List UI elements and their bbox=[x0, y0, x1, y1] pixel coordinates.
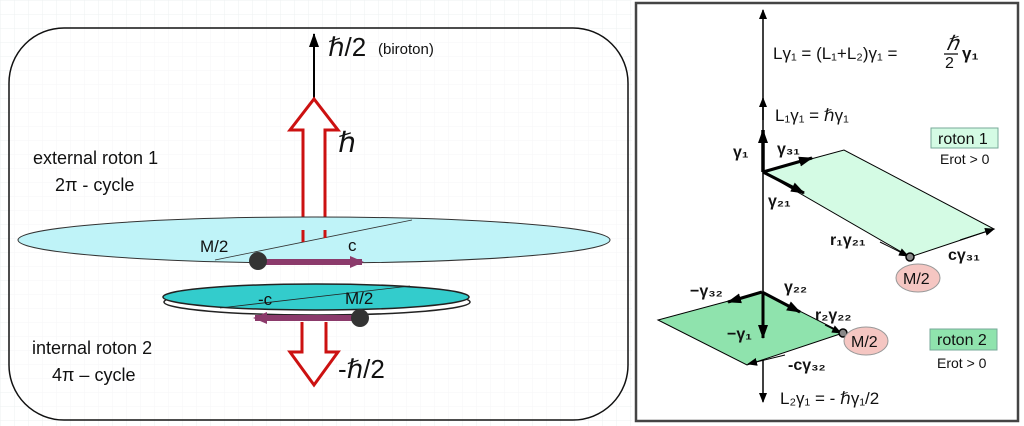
right-panel: Lγ₁ = (L₁+L₂)γ₁ = ℏ 2 γ₁ L₁γ₁ = ℏγ₁ roto… bbox=[634, 1, 1020, 423]
mass1-label: M/2 bbox=[903, 271, 930, 288]
top-sub-label: (biroton) bbox=[378, 41, 434, 58]
total-tail: γ₁ bbox=[962, 44, 979, 63]
minus-gamma32-label: −γ₃₂ bbox=[690, 283, 723, 300]
external-roton-label: external roton 1 bbox=[33, 148, 158, 168]
total-angular-momentum-eq: Lγ₁ = (L₁+L₂)γ₁ = bbox=[773, 44, 898, 63]
l2-eq: L₂γ₁ = - ℏγ₁/2 bbox=[780, 389, 879, 408]
l1-eq: L₁γ₁ = ℏγ₁ bbox=[775, 106, 849, 125]
gamma22-label: γ₂₂ bbox=[784, 279, 807, 296]
mass-lower-dot bbox=[351, 309, 369, 327]
roton2-badge bbox=[929, 328, 998, 351]
bottom-label: -ℏ/2 bbox=[338, 354, 385, 384]
mass-upper-label: M/2 bbox=[200, 237, 228, 256]
minus-gamma32-vector bbox=[727, 290, 763, 304]
gamma31-label: γ₃₁ bbox=[777, 141, 800, 158]
fraction-denominator: 2 bbox=[945, 55, 954, 72]
mass2-badge bbox=[843, 326, 889, 356]
roton1-badge bbox=[930, 127, 999, 149]
hbar-up-arrow bbox=[286, 96, 342, 240]
mass1-badge bbox=[895, 263, 941, 293]
mass1-dot bbox=[905, 252, 915, 262]
mass2-dot bbox=[838, 328, 848, 338]
gamma21-vector bbox=[762, 170, 805, 195]
cgamma31-label: cγ₃₁ bbox=[948, 247, 980, 264]
internal-cycle-label: 4π – cycle bbox=[52, 365, 135, 385]
roton2-label: roton 2 bbox=[937, 332, 987, 349]
hbar-down-arrow bbox=[287, 322, 341, 388]
panel-border bbox=[634, 1, 1020, 423]
c-lower-label: -c bbox=[258, 290, 273, 309]
internal-roton-label: internal roton 2 bbox=[32, 338, 152, 358]
roton1-label: roton 1 bbox=[938, 131, 988, 148]
r2gamma22-label: r₂γ₂₂ bbox=[815, 307, 851, 324]
external-cycle-label: 2π - cycle bbox=[55, 175, 134, 195]
fraction-numerator: ℏ bbox=[946, 33, 960, 55]
mass2-label: M/2 bbox=[851, 334, 878, 351]
gamma21-label: γ₂₁ bbox=[768, 193, 791, 210]
gamma22-vector bbox=[761, 290, 801, 314]
hbar-label: ℏ bbox=[338, 127, 356, 158]
minus-gamma1-label: −γ₁ bbox=[727, 326, 752, 343]
c-upper-label: c bbox=[348, 236, 357, 255]
erot2-label: Erot > 0 bbox=[937, 355, 987, 371]
minus-cgamma32-label: -cγ₃₂ bbox=[788, 357, 826, 374]
top-label: ℏ/2 bbox=[328, 32, 366, 62]
left-panel: ℏ/2 (biroton) ℏ external roton 1 2π - cy… bbox=[0, 0, 632, 426]
gamma31-vector bbox=[762, 156, 813, 174]
erot1-label: Erot > 0 bbox=[940, 151, 990, 167]
mass-upper-dot bbox=[249, 252, 267, 270]
r1gamma21-label: r₁γ₂₁ bbox=[830, 232, 866, 249]
gamma1-label: γ₁ bbox=[733, 144, 749, 161]
mass-lower-label: M/2 bbox=[345, 289, 373, 308]
